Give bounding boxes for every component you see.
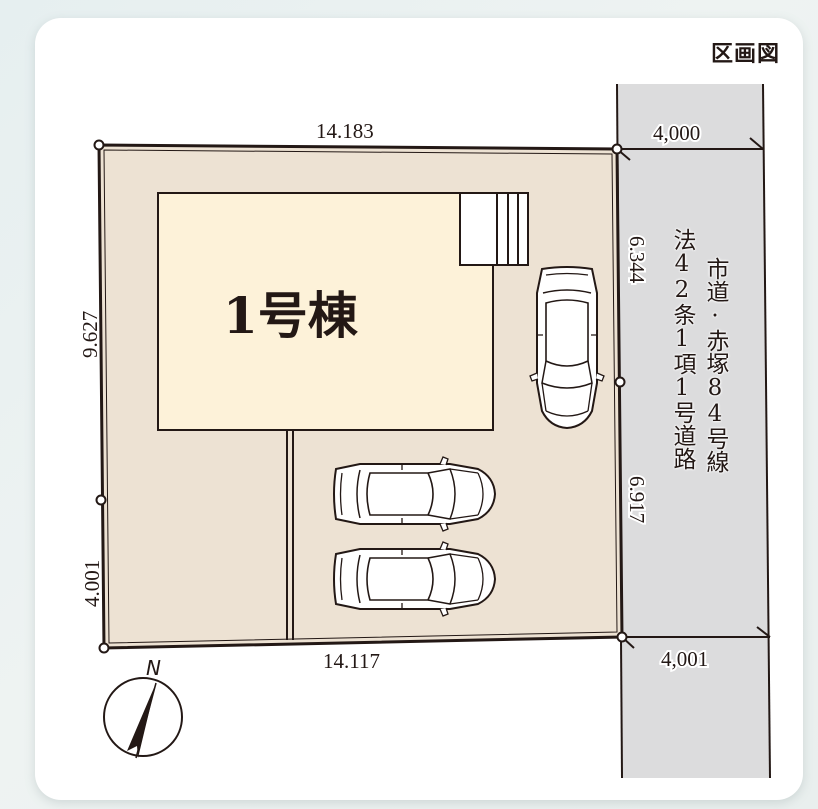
road-width-top-label: 4,000 xyxy=(653,121,700,145)
right-upper-length-label: 6.344 xyxy=(625,236,649,284)
left-lower-length-label: 4.001 xyxy=(80,560,104,607)
road-width-bottom-label: 4,001 xyxy=(661,647,708,671)
left-upper-length-label: 9.627 xyxy=(78,311,102,358)
parking-car-2 xyxy=(333,456,496,532)
top-length-label: 14.183 xyxy=(316,119,374,143)
building-label: 1号棟 xyxy=(223,286,359,345)
parking-car-3 xyxy=(333,541,496,617)
north-compass-icon xyxy=(103,677,183,759)
survey-points xyxy=(93,139,628,654)
road-classification: 法42条1項1号道路 xyxy=(669,228,695,470)
building-footprint xyxy=(157,192,494,431)
road-area xyxy=(617,84,770,778)
road-name: 市道·赤塚84号線 xyxy=(702,257,728,473)
parking-car-1 xyxy=(529,266,605,429)
bottom-length-label: 14.117 xyxy=(323,649,380,673)
north-label: N xyxy=(146,656,161,680)
right-lower-length-label: 6.917 xyxy=(625,476,649,523)
page-title: 区画図 xyxy=(710,42,780,67)
entrance-steps xyxy=(459,192,529,266)
